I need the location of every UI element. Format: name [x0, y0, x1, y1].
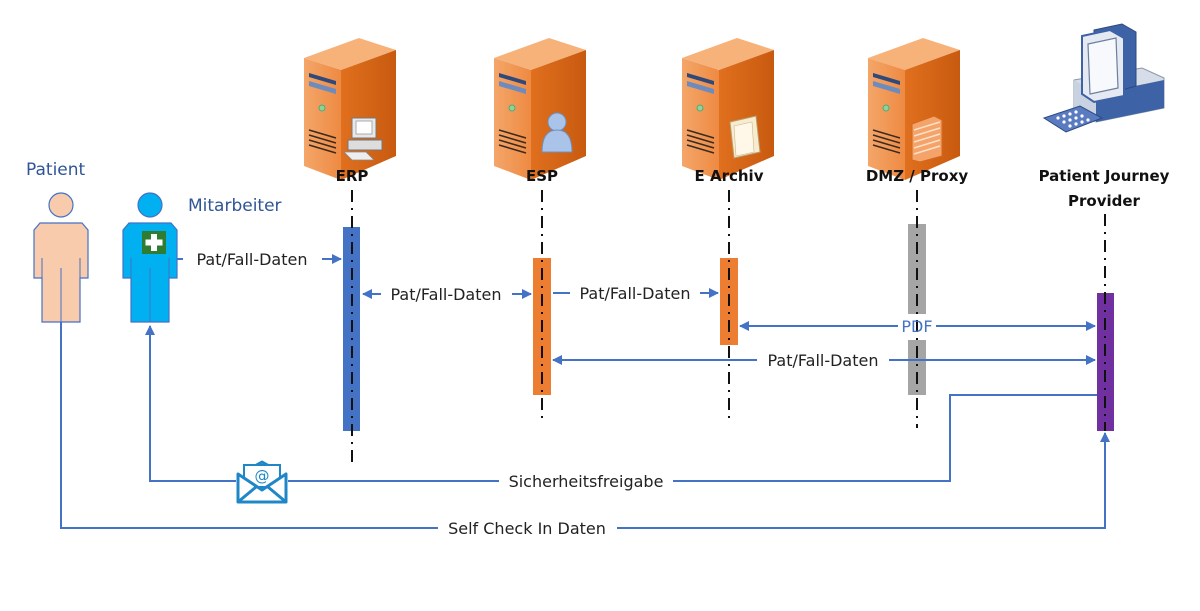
server-folder-icon: [682, 38, 774, 180]
message-archiv-provider-label: PDF: [901, 317, 932, 336]
desktop-computer-icon: [1042, 23, 1165, 133]
server-firewall-icon: [868, 38, 960, 180]
dmz-activation-bar-lower: [908, 340, 926, 395]
message-esp-provider: Pat/Fall-Daten: [552, 351, 1096, 370]
message-staff-erp-label: Pat/Fall-Daten: [197, 250, 308, 269]
message-patient-provider: Self Check In Daten: [60, 322, 1110, 538]
actor-patient: Patient: [26, 160, 89, 323]
system-provider: Patient Journey Provider: [1039, 23, 1170, 210]
system-provider-label-line1: Patient Journey: [1039, 167, 1170, 185]
system-esp: ESP: [494, 38, 586, 185]
email-icon: @: [236, 460, 288, 504]
message-patient-provider-label: Self Check In Daten: [448, 519, 606, 538]
message-provider-staff-label: Sicherheitsfreigabe: [509, 472, 664, 491]
system-erp: ERP: [304, 38, 396, 185]
server-user-icon: [494, 38, 586, 180]
system-dmz: DMZ / Proxy: [866, 38, 969, 185]
message-erp-esp: Pat/Fall-Daten: [362, 285, 532, 304]
message-staff-erp: Pat/Fall-Daten: [177, 250, 342, 269]
system-archiv: E Archiv: [682, 38, 774, 185]
person-icon: [33, 192, 89, 323]
system-erp-label: ERP: [336, 167, 369, 185]
message-esp-archiv: Pat/Fall-Daten: [553, 284, 719, 303]
actor-patient-label: Patient: [26, 160, 86, 180]
message-erp-esp-label: Pat/Fall-Daten: [391, 285, 502, 304]
message-provider-staff: Sicherheitsfreigabe @: [145, 325, 1097, 504]
actor-staff: Mitarbeiter: [122, 192, 282, 323]
system-esp-label: ESP: [526, 167, 558, 185]
system-dmz-label: DMZ / Proxy: [866, 167, 969, 185]
message-esp-archiv-label: Pat/Fall-Daten: [580, 284, 691, 303]
message-archiv-provider: PDF: [739, 317, 1096, 336]
svg-text:@: @: [255, 467, 270, 485]
medical-staff-icon: [122, 192, 178, 323]
actor-staff-label: Mitarbeiter: [188, 196, 282, 216]
message-esp-provider-label: Pat/Fall-Daten: [768, 351, 879, 370]
server-workstation-icon: [304, 38, 396, 180]
system-provider-label-line2: Provider: [1068, 192, 1141, 210]
system-archiv-label: E Archiv: [695, 167, 764, 185]
